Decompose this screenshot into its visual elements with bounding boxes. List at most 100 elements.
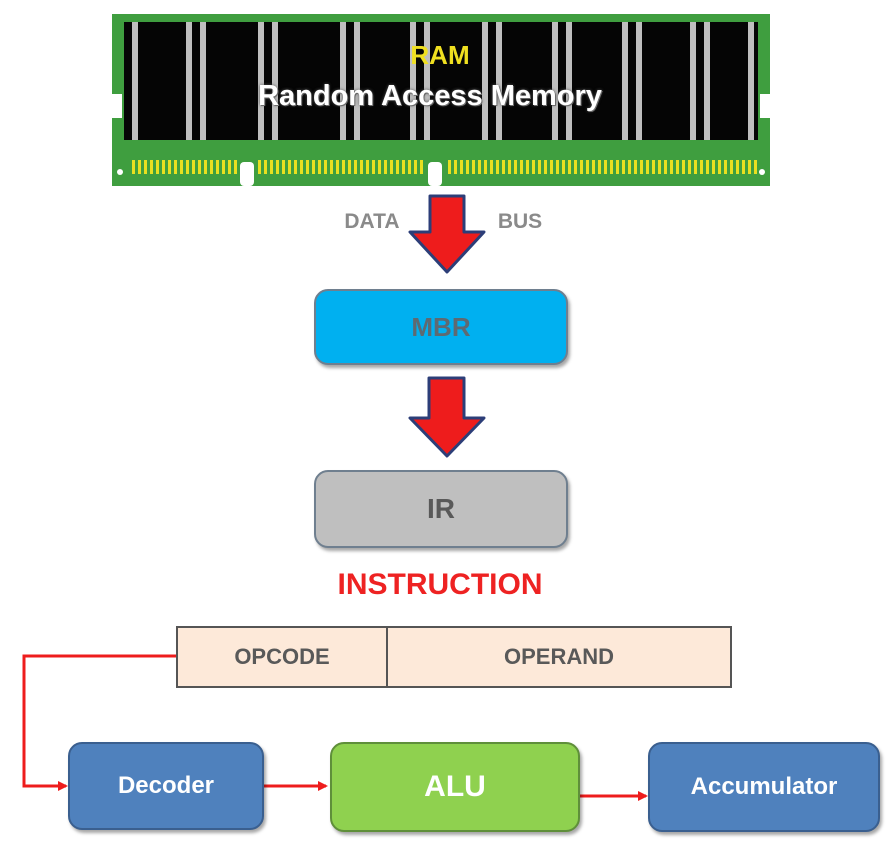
accumulator-register: Accumulator bbox=[648, 742, 880, 832]
ram-chip-separator bbox=[354, 22, 360, 140]
ram-pin bbox=[222, 160, 225, 174]
ram-pin bbox=[748, 160, 751, 174]
ram-pin bbox=[478, 160, 481, 174]
ram-pin bbox=[568, 160, 571, 174]
ram-pin bbox=[628, 160, 631, 174]
ram-hole-right bbox=[759, 169, 765, 175]
ram-pin bbox=[508, 160, 511, 174]
ram-pin bbox=[472, 160, 475, 174]
ram-pin bbox=[676, 160, 679, 174]
ram-pin-strip bbox=[132, 160, 757, 174]
ram-pin bbox=[234, 160, 237, 174]
ram-pin bbox=[484, 160, 487, 174]
ram-chip-separator bbox=[704, 22, 710, 140]
ram-pin bbox=[174, 160, 177, 174]
ram-pin bbox=[228, 160, 231, 174]
ram-pin bbox=[622, 160, 625, 174]
ram-pin bbox=[318, 160, 321, 174]
ram-pin bbox=[658, 160, 661, 174]
instruction-title: INSTRUCTION bbox=[337, 568, 543, 601]
ram-pin bbox=[396, 160, 399, 174]
ram-chip-separators bbox=[132, 22, 754, 140]
ram-pin bbox=[670, 160, 673, 174]
ram-pin bbox=[616, 160, 619, 174]
ram-pin bbox=[300, 160, 303, 174]
ram-pin bbox=[288, 160, 291, 174]
ram-chip-separator bbox=[258, 22, 264, 140]
ram-pin bbox=[700, 160, 703, 174]
ram-pin bbox=[550, 160, 553, 174]
ram-chip-separator bbox=[340, 22, 346, 140]
ram-pin bbox=[342, 160, 345, 174]
ram-pin bbox=[402, 160, 405, 174]
ram-pin bbox=[270, 160, 273, 174]
ram-hole-left bbox=[117, 169, 123, 175]
ram-pin bbox=[730, 160, 733, 174]
ram-pin bbox=[466, 160, 469, 174]
ram-pin bbox=[502, 160, 505, 174]
ram-pin bbox=[460, 160, 463, 174]
ram-chip-separator bbox=[200, 22, 206, 140]
data-bus-label-data: DATA bbox=[344, 210, 400, 233]
mbr-to-ir-arrow bbox=[408, 376, 486, 458]
ram-pin bbox=[526, 160, 529, 174]
ram-pin bbox=[390, 160, 393, 174]
ram-pin bbox=[496, 160, 499, 174]
ram-pin bbox=[592, 160, 595, 174]
ram-pin bbox=[688, 160, 691, 174]
ram-pin bbox=[132, 160, 135, 174]
ram-pin bbox=[604, 160, 607, 174]
ram-pin bbox=[366, 160, 369, 174]
mbr-label: MBR bbox=[411, 311, 471, 342]
ram-pin bbox=[694, 160, 697, 174]
ram-pin bbox=[168, 160, 171, 174]
ram-pin bbox=[520, 160, 523, 174]
ram-chip-separator bbox=[496, 22, 502, 140]
accumulator-label: Accumulator bbox=[690, 773, 838, 800]
ram-pin bbox=[420, 160, 423, 174]
ram-pin bbox=[156, 160, 159, 174]
ram-chip-separator bbox=[410, 22, 416, 140]
ram-key-notch-left bbox=[240, 162, 254, 186]
ram-pin bbox=[724, 160, 727, 174]
alu-label: ALU bbox=[424, 770, 486, 803]
ram-pin bbox=[162, 160, 165, 174]
ram-chip-separator bbox=[186, 22, 192, 140]
ram-chip-separator bbox=[132, 22, 138, 140]
ram-pin bbox=[384, 160, 387, 174]
ram-pin bbox=[216, 160, 219, 174]
ram-pin bbox=[682, 160, 685, 174]
ram-pin bbox=[264, 160, 267, 174]
ram-pin bbox=[646, 160, 649, 174]
ram-pin bbox=[640, 160, 643, 174]
ram-pin bbox=[144, 160, 147, 174]
alu-unit: ALU bbox=[330, 742, 580, 832]
opcode-to-decoder-connector bbox=[22, 654, 178, 791]
ram-pin bbox=[360, 160, 363, 174]
ram-pin bbox=[306, 160, 309, 174]
ram-pin bbox=[186, 160, 189, 174]
mbr-register: MBR bbox=[314, 289, 568, 365]
ram-pin bbox=[138, 160, 141, 174]
ram-pin bbox=[348, 160, 351, 174]
ram-pin bbox=[736, 160, 739, 174]
ram-pin bbox=[324, 160, 327, 174]
ram-pin bbox=[664, 160, 667, 174]
ram-pin bbox=[354, 160, 357, 174]
opcode-label: OPCODE bbox=[234, 644, 330, 669]
ram-pin bbox=[532, 160, 535, 174]
ram-subtitle: Random Access Memory bbox=[258, 80, 602, 112]
decoder-unit: Decoder bbox=[68, 742, 264, 830]
ram-pin bbox=[544, 160, 547, 174]
ram-side-notch-right bbox=[760, 94, 770, 118]
ram-pin bbox=[210, 160, 213, 174]
ram-pin bbox=[198, 160, 201, 174]
ram-pin bbox=[718, 160, 721, 174]
ram-pin bbox=[574, 160, 577, 174]
ram-module bbox=[112, 14, 770, 186]
ram-chip-separator bbox=[748, 22, 754, 140]
ram-pin bbox=[282, 160, 285, 174]
data-bus-label-bus: BUS bbox=[497, 210, 543, 233]
